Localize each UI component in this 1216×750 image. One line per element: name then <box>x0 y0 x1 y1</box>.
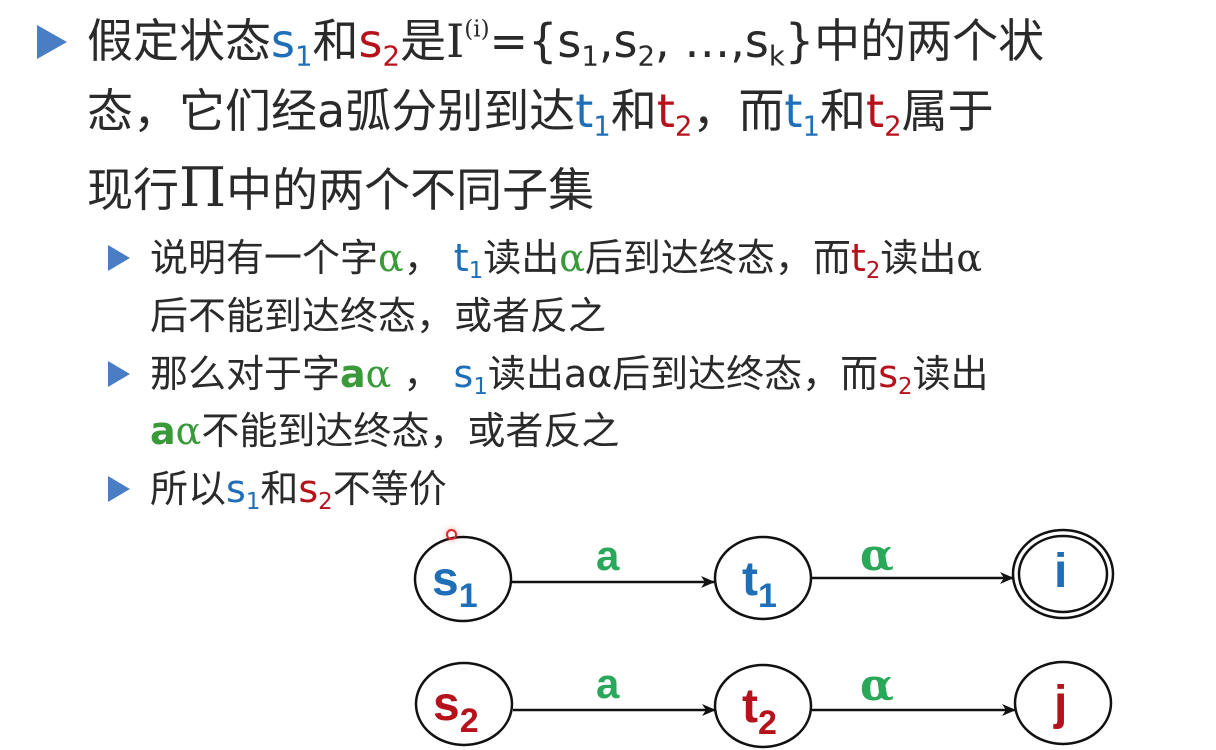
symbol-t1: t1 <box>575 84 611 143</box>
sub-bullet-2-line-2: aα不能到达终态，或者反之 <box>150 409 620 453</box>
symbol-s1: s1 <box>271 14 313 73</box>
node-label-s2: s2 <box>433 678 479 740</box>
node-label-i: i <box>1054 545 1068 598</box>
main-bullet-icon <box>37 25 67 59</box>
row-2 <box>414 660 1113 749</box>
text: 假定状态 <box>87 14 271 68</box>
main-bullet-line-1: 假定状态s1和s2是I(i)={s1,s2, …,sk}中的两个状 <box>87 14 1045 73</box>
node-label-t1: t1 <box>742 553 777 615</box>
main-bullet-line-2: 态，它们经a弧分别到达t1和t2，而t1和t2属于 <box>87 84 994 143</box>
state-t1 <box>713 535 813 621</box>
node-label-s1: s1 <box>432 553 478 615</box>
edge-label-alpha-row2: α <box>860 660 894 711</box>
state-i-outer <box>1011 528 1115 620</box>
edge-label-a-row1: a <box>596 532 620 579</box>
symbol-I: I(i) <box>446 14 490 68</box>
symbol-s2: s2 <box>358 14 401 73</box>
sub-bullet-2-line-1: 那么对于字aα ， s1读出aα后到达终态，而s2读出 <box>150 352 989 400</box>
sub-bullet-icon <box>108 245 130 271</box>
edge-label-alpha-row1: α <box>860 530 894 581</box>
state-j <box>1013 660 1113 746</box>
state-t2 <box>713 663 813 749</box>
symbol-t1: t1 <box>784 84 821 143</box>
sub-bullet-icon <box>108 361 130 387</box>
sub-bullet-icon <box>108 476 130 502</box>
row-1 <box>413 528 1115 623</box>
symbol-t2: t2 <box>656 84 693 143</box>
sub-bullet-1-line-1: 说明有一个字α， t1读出α后到达终态，而t2读出α <box>150 236 983 284</box>
state-s2 <box>414 661 514 747</box>
node-label-j: j <box>1054 677 1068 730</box>
state-s1 <box>413 535 513 623</box>
symbol-t2: t2 <box>866 84 902 143</box>
symbol-pi: Π <box>179 156 227 219</box>
node-label-t2: t2 <box>742 680 777 742</box>
pointer-cursor-icon <box>446 529 457 540</box>
state-i-inner <box>1017 534 1109 614</box>
edge-label-a-row2: a <box>596 660 620 707</box>
sub-bullet-3-line-1: 所以s1和s2不等价 <box>150 467 447 515</box>
sub-bullet-1-line-2: 后不能到达终态，或者反之 <box>150 294 607 338</box>
main-bullet-line-3: 现行Π中的两个不同子集 <box>87 156 595 219</box>
